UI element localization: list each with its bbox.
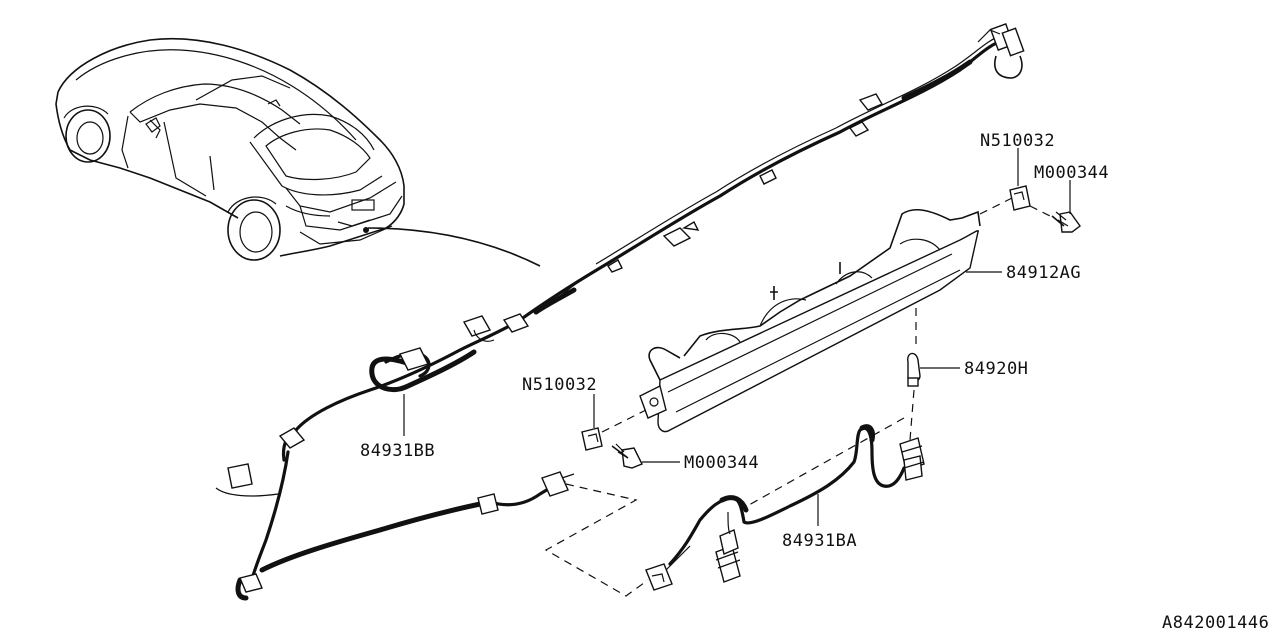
bulb-84920h <box>907 352 960 387</box>
label-m000344-mid: M000344 <box>684 453 759 473</box>
label-m000344-top: M000344 <box>1034 163 1109 183</box>
nut-n510032-mid <box>581 394 603 451</box>
label-n510032-top: N510032 <box>980 131 1055 151</box>
connector-guide-box <box>544 483 649 597</box>
lamp-harness-84931ba <box>645 424 925 591</box>
high-mount-stop-lamp-84912ag <box>639 208 981 433</box>
vehicle-reference-illustration <box>55 37 405 261</box>
fastener-guide-top <box>979 197 1055 219</box>
label-84931bb: 84931BB <box>360 441 435 461</box>
reference-pointer-line <box>367 227 541 267</box>
label-84931ba: 84931BA <box>782 531 857 551</box>
rear-harness-84931bb <box>215 23 1025 601</box>
fastener-guide-mid <box>601 409 647 433</box>
label-84912ag: 84912AG <box>1006 263 1081 283</box>
bolt-m000344-mid <box>611 443 680 469</box>
label-84920h: 84920H <box>964 359 1028 379</box>
bulb-guide-line <box>909 308 917 441</box>
bolt-m000344-top <box>1051 180 1081 233</box>
label-n510032-mid: N510032 <box>522 375 597 395</box>
nut-n510032-top <box>1009 148 1031 211</box>
harness-guide-line <box>739 417 905 511</box>
diagram-code: A842001446 <box>1162 613 1269 633</box>
